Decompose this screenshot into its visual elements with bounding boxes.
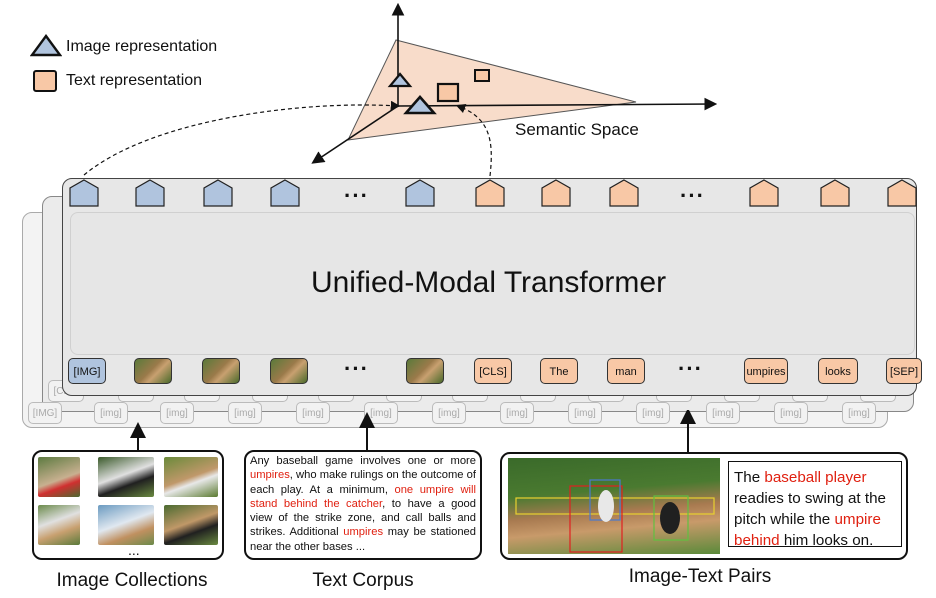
pair-photo-boxes [515, 479, 715, 553]
transformer-body [70, 212, 915, 355]
image-point-small [387, 72, 413, 88]
input-image-patch [406, 358, 444, 384]
semantic-space-diagram [83, 2, 718, 177]
image-thumbnail [38, 457, 80, 497]
corpus-highlight: umpires [343, 526, 384, 539]
image-mapping-arrow [83, 100, 401, 176]
text-mapping-arrow [455, 104, 492, 177]
ghost-token: [img] [500, 402, 534, 424]
corpus-text: Any baseball game involves one or more [250, 455, 476, 467]
corpus-text: , who make rulings on the outcome of eac… [250, 469, 476, 496]
ghost-token: [img] [228, 402, 262, 424]
output-text-token [820, 179, 850, 207]
output-tokens-row [69, 179, 917, 207]
corpus-highlight: umpires [250, 469, 290, 482]
output-image-token [135, 179, 165, 207]
input-token-the: The [540, 358, 578, 384]
image-thumbnail [38, 505, 80, 545]
output-ellipsis-text: ··· [680, 183, 705, 208]
input-token-man: man [607, 358, 645, 384]
legend-image-label: Image representation [66, 38, 218, 55]
output-text-token [541, 179, 571, 207]
corpus-highlight: one umpire will stand behind the catcher [250, 483, 476, 510]
text-point-large [436, 82, 460, 103]
legend-text-label: Text representation [66, 72, 203, 89]
output-image-token [270, 179, 300, 207]
pair-text: him looks on. [779, 532, 874, 549]
legend-image-icon [30, 34, 62, 57]
input-image-patch [202, 358, 240, 384]
input-token-looks: looks [818, 358, 858, 384]
ghost-token: [img] [296, 402, 330, 424]
pair-highlight: umpire behind [734, 511, 881, 549]
transformer-title: Unified-Modal Transformer [310, 266, 667, 299]
image-collection-caption: Image Collections [56, 570, 208, 591]
pair-caption-box [728, 461, 902, 547]
ghost-token: [IMG] [28, 402, 62, 424]
corpus-text: may be stationed near the other bases ..… [250, 526, 477, 553]
output-image-token [405, 179, 435, 207]
output-text-token [475, 179, 505, 207]
input-token-sep: [SEP] [886, 358, 922, 384]
image-text-pairs-caption: Image-Text Pairs [628, 566, 772, 587]
image-collection-more: ... [128, 542, 140, 558]
semantic-plane [347, 39, 637, 141]
ghost-token: [img] [842, 402, 876, 424]
output-image-token [69, 179, 99, 207]
input-token-umpires: umpires [744, 358, 788, 384]
image-point-large [403, 95, 437, 115]
pair-caption-text: The baseball player readies to swing at … [734, 467, 902, 551]
input-ellipsis-text: ··· [678, 356, 703, 381]
pair-photo [508, 458, 720, 554]
ghost-token: [img] [774, 402, 808, 424]
text-corpus-caption: Text Corpus [312, 570, 414, 591]
input-image-patch [270, 358, 308, 384]
output-text-token [609, 179, 639, 207]
ghost-token: [img] [568, 402, 602, 424]
semantic-space-label: Semantic Space [515, 120, 639, 139]
input-image-patch [134, 358, 172, 384]
text-corpus-box [244, 450, 482, 560]
input-token-img: [IMG] [68, 358, 106, 384]
ghost-token: [img] [94, 402, 128, 424]
image-thumbnail [98, 457, 154, 497]
output-ellipsis-image: ··· [344, 183, 369, 208]
pair-text: The [734, 469, 765, 486]
input-ellipsis-image: ··· [344, 356, 369, 381]
source-arrows [130, 410, 696, 452]
text-corpus-paragraph: Any baseball game involves one or more u… [250, 454, 476, 554]
pair-highlight: baseball player [764, 469, 867, 486]
pair-text: readies to swing at the pitch while the [734, 490, 886, 528]
image-thumbnail [164, 457, 218, 497]
ghost-token: [img] [432, 402, 466, 424]
image-thumbnail [98, 505, 154, 545]
legend-text-icon [33, 70, 57, 92]
output-text-token [887, 179, 917, 207]
input-token-cls: [CLS] [474, 358, 512, 384]
ghost-token: [img] [636, 402, 670, 424]
ghost-token: [img] [706, 402, 740, 424]
output-image-token [203, 179, 233, 207]
text-point-small [474, 69, 490, 82]
corpus-text: , to have a good view of the strike zone… [250, 497, 476, 539]
ghost-token: [img] [160, 402, 194, 424]
output-text-token [749, 179, 779, 207]
image-thumbnail [164, 505, 218, 545]
